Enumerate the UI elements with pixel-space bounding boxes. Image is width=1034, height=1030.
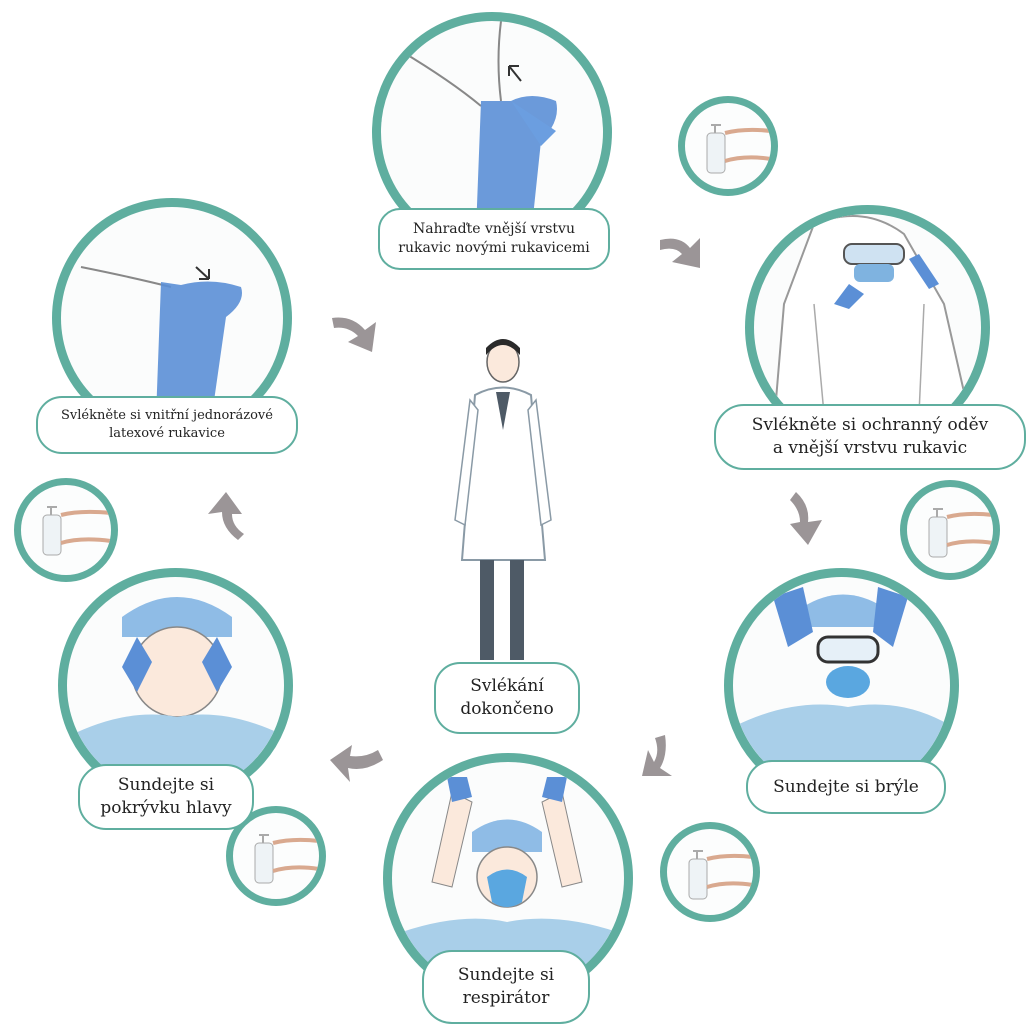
step-remove-inner-gloves-label: Svlékněte si vnitřní jednorázové latexov… — [36, 396, 298, 454]
step-remove-suit-label: Svlékněte si ochranný oděv a vnější vrst… — [714, 404, 1026, 470]
arrow-4-icon — [330, 745, 383, 782]
step-remove-headcover-label: Sundejte si pokrývku hlavy — [78, 764, 254, 830]
hand-sanitizer-icon — [667, 829, 753, 915]
hand-hygiene-circle-3 — [660, 822, 760, 922]
label-line: pokrývku hlavy — [100, 797, 231, 820]
hand-hygiene-circle-2 — [900, 480, 1000, 580]
hand-hygiene-circle-1 — [678, 96, 778, 196]
headcover-illustration — [67, 577, 284, 794]
arrow-3-icon — [642, 735, 672, 776]
step-replace-gloves-label: Nahraďte vnější vrstvu rukavic novými ru… — [378, 208, 610, 270]
label-line: a vnější vrstvu rukavic — [752, 437, 989, 460]
label-line: dokončeno — [460, 698, 553, 721]
label-line: Sundejte si — [458, 964, 554, 987]
label-line: Sundejte si brýle — [773, 776, 919, 799]
hand-sanitizer-icon — [21, 485, 111, 575]
arrow-2-icon — [790, 492, 822, 545]
step-remove-goggles-label: Sundejte si brýle — [746, 760, 946, 814]
hand-hygiene-circle-5 — [14, 478, 118, 582]
label-line: latexové rukavice — [61, 425, 273, 443]
label-line: Nahraďte vnější vrstvu — [398, 220, 590, 239]
hand-sanitizer-icon — [907, 487, 993, 573]
label-line: rukavic novými rukavicemi — [398, 239, 590, 258]
arrow-6-icon — [332, 318, 376, 353]
label-line: respirátor — [458, 987, 554, 1010]
label-line: Svlékněte si ochranný oděv — [752, 414, 989, 437]
arrow-5-icon — [208, 492, 244, 540]
hand-sanitizer-icon — [233, 813, 319, 899]
doffing-complete-label: Svlékání dokončeno — [434, 662, 580, 734]
label-line: Svlékání — [460, 675, 553, 698]
step-remove-respirator-label: Sundejte si respirátor — [422, 950, 590, 1024]
label-line: Svlékněte si vnitřní jednorázové — [61, 407, 273, 425]
arrow-1-icon — [660, 238, 700, 268]
label-line: Sundejte si — [100, 774, 231, 797]
hand-sanitizer-icon — [685, 103, 771, 189]
